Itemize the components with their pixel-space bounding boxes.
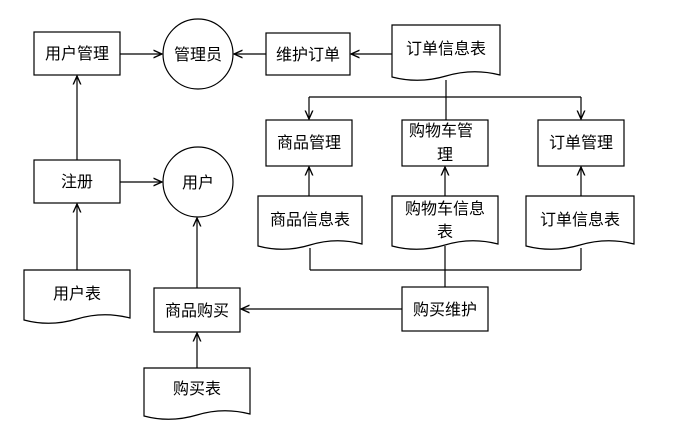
- node-purchase-table: 购买表: [143, 367, 251, 420]
- node-order-mgmt: 订单管理: [537, 119, 625, 167]
- node-order-table: 订单信息表: [525, 195, 635, 250]
- node-purchase-table-label: 购买表: [173, 379, 221, 398]
- node-user-label: 用户: [182, 173, 214, 192]
- node-user-mgmt: 用户管理: [33, 31, 121, 76]
- node-cart-mgmt-label-2: 理: [437, 145, 453, 164]
- node-cart-mgmt-label-1: 购物车管: [409, 121, 473, 140]
- node-cart-table-label-2: 表: [437, 222, 453, 241]
- node-order-table-top: 订单信息表: [391, 24, 501, 81]
- node-purchase-maint: 购买维护: [401, 286, 489, 332]
- node-product-mgmt-label: 商品管理: [277, 133, 341, 152]
- node-product-table-label: 商品信息表: [270, 210, 350, 229]
- node-product-table: 商品信息表: [257, 195, 363, 250]
- node-maintain-order-label: 维护订单: [276, 45, 340, 64]
- node-user-table-label: 用户表: [53, 284, 101, 303]
- node-product-purchase: 商品购买: [153, 287, 241, 333]
- node-register: 注册: [33, 159, 121, 204]
- node-cart-table: 购物车信息 表: [391, 195, 499, 250]
- node-admin: 管理员: [162, 18, 234, 90]
- node-user: 用户: [162, 146, 234, 218]
- node-purchase-maint-label: 购买维护: [413, 300, 477, 319]
- node-cart-mgmt: 购物车管 理: [401, 119, 489, 167]
- node-register-label: 注册: [61, 172, 93, 191]
- node-product-mgmt: 商品管理: [265, 119, 353, 167]
- node-cart-table-label-1: 购物车信息: [405, 199, 485, 218]
- node-user-table: 用户表: [23, 269, 131, 324]
- node-user-mgmt-label: 用户管理: [45, 44, 109, 63]
- node-order-table-top-label: 订单信息表: [406, 39, 486, 58]
- node-order-mgmt-label: 订单管理: [549, 133, 613, 152]
- node-maintain-order: 维护订单: [265, 32, 351, 76]
- node-product-purchase-label: 商品购买: [165, 301, 229, 320]
- node-admin-label: 管理员: [174, 45, 222, 64]
- node-order-table-label: 订单信息表: [540, 210, 620, 229]
